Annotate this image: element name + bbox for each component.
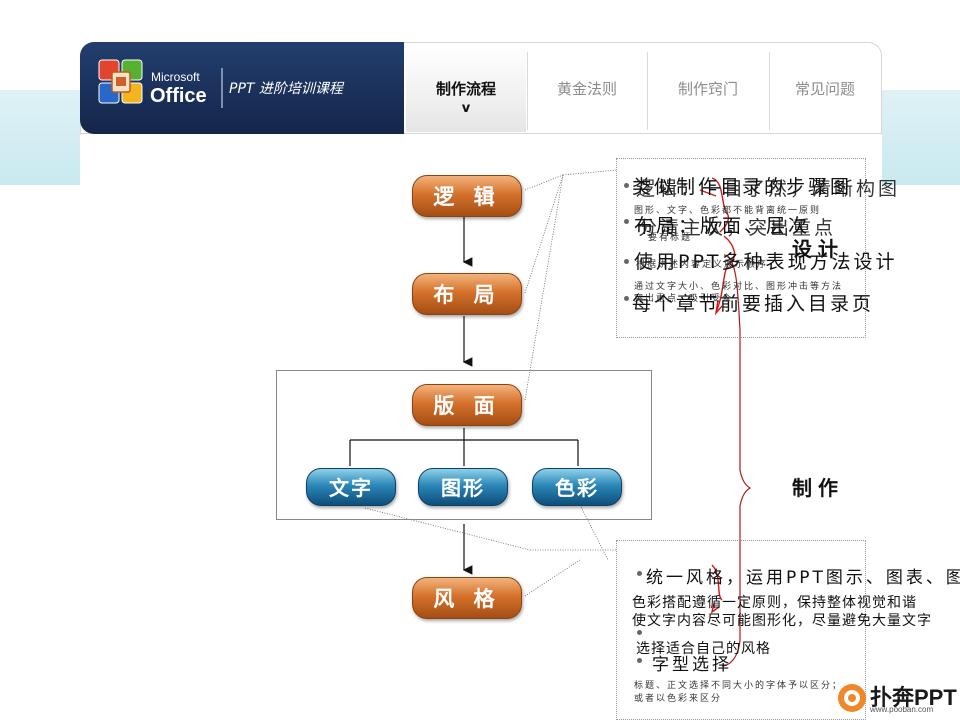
tab-divider (527, 52, 528, 130)
tab-production-flow[interactable]: 制作流程 v (406, 44, 526, 132)
label-production: 制作 (792, 476, 844, 500)
bullet-dot (624, 296, 629, 301)
tab-label: 制作流程 (435, 80, 496, 98)
watermark-logo-icon (838, 684, 866, 712)
node-graphics[interactable]: 图形 (418, 468, 508, 506)
node-logic[interactable]: 逻 辑 (412, 175, 522, 217)
watermark-name: 扑奔PPT (870, 685, 957, 710)
bullet-dot (624, 183, 629, 188)
node-layout[interactable]: 布 局 (412, 273, 522, 315)
layout-group-frame (276, 370, 652, 520)
bullet-dot (624, 219, 629, 224)
node-style[interactable]: 风 格 (412, 577, 522, 619)
node-text[interactable]: 文字 (306, 468, 396, 506)
tab-label: 常见问题 (794, 80, 855, 98)
brand-office-text: Office (150, 85, 207, 107)
tab-golden-rules[interactable]: 黄金法则 (528, 44, 646, 132)
tab-active-indicator: v (461, 101, 471, 116)
note-line: 布局：版面、层次 (634, 215, 811, 237)
bullet-dot (637, 658, 642, 663)
note-line: 逻辑：一目了然，清晰构图 (636, 178, 901, 200)
tab-tips[interactable]: 制作窍门 (648, 44, 768, 132)
note-line: 色彩搭配遵循一定原则，保持整体视觉和谐 (632, 595, 917, 611)
note-line: 分清主次，突出重点 (638, 217, 837, 239)
bullet-dot (624, 259, 629, 264)
brand-microsoft-text: Microsoft (151, 70, 200, 84)
note-small: 要有标题 (648, 233, 693, 243)
tab-label: 制作窍门 (677, 80, 738, 98)
note-line: 使用PPT多种表现方法设计 (634, 251, 898, 273)
note-line: 使文字内容尽可能图形化，尽量避免大量文字 (632, 613, 932, 629)
tab-label: 黄金法则 (556, 80, 617, 98)
note-line: 类似制作目录的步骤图 (632, 176, 853, 198)
note-small: 突出重点，吸引受众 (634, 294, 734, 304)
note-line: 字型选择 (652, 655, 732, 675)
tab-divider (647, 52, 648, 130)
note-small: 标题、正文选择不同大小的字体予以区分；或者以色彩来区分 (634, 681, 844, 704)
brand-divider (221, 68, 223, 108)
note-line: 选择适合自己的风格 (636, 641, 771, 657)
node-color[interactable]: 色彩 (532, 468, 622, 506)
notes-panel-top (616, 158, 866, 338)
note-line: 统一风格，运用PPT图示、图表、图片 (646, 568, 960, 588)
tab-divider (769, 52, 770, 130)
label-design: 设计 (792, 237, 844, 261)
node-page[interactable]: 版 面 (412, 384, 522, 426)
course-title: PPT 进阶培训课程 (229, 81, 343, 97)
note-small: 图形、文字、色彩都不能背离统一原则 (634, 206, 822, 216)
note-line: 每个章节前要插入目录页 (632, 293, 875, 315)
note-small: 通过文字大小、色彩对比、图形冲击等方法 (634, 282, 844, 292)
note-small: 根据讲述内容定义展示顺序 (636, 260, 769, 270)
bullet-dot (637, 571, 642, 576)
office-logo-icon (98, 59, 143, 104)
watermark-url: www.pooban.com (870, 705, 934, 714)
bullet-dot (637, 630, 642, 635)
tab-faq[interactable]: 常见问题 (770, 44, 880, 132)
